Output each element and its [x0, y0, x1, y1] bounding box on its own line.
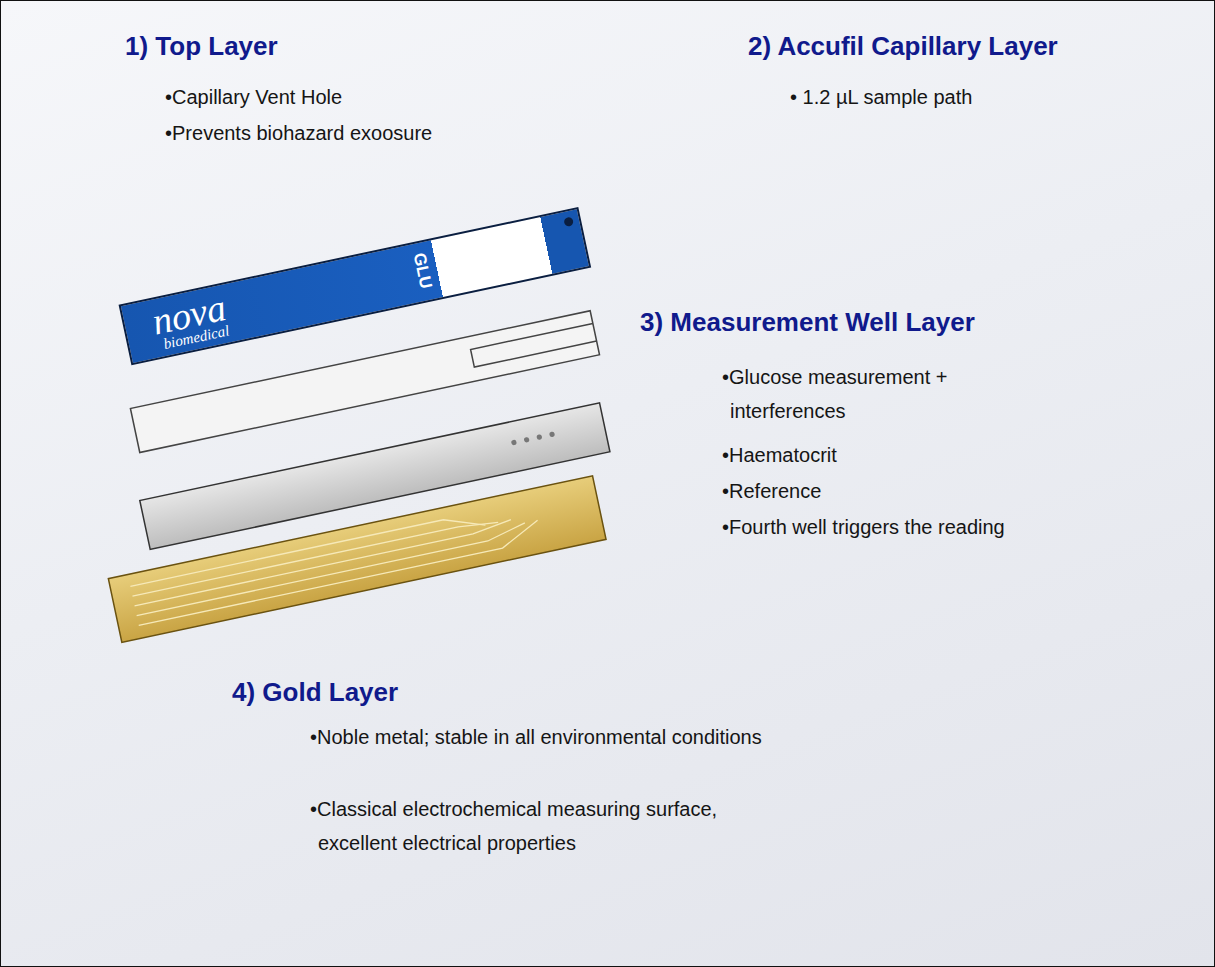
strip-code: GLU — [409, 251, 436, 290]
bullet-text: • 1.2 µL sample path — [790, 80, 972, 114]
vent-hole — [563, 216, 574, 227]
bullet-text: •Reference — [722, 474, 821, 508]
section-heading: 1) Top Layer — [125, 30, 278, 62]
bullet-text: •Capillary Vent Hole — [165, 80, 342, 114]
bullet-text: •Glucose measurement + interferences — [722, 360, 992, 428]
bullet-text: •Noble metal; stable in all environmenta… — [310, 720, 783, 754]
bullet-text: •Prevents biohazard exoosure — [165, 116, 432, 150]
section-heading: 3) Measurement Well Layer — [640, 306, 975, 338]
section-heading: 2) Accufil Capillary Layer — [748, 30, 1058, 62]
bullet-text: •Classical electrochemical measuring sur… — [310, 792, 788, 860]
section-heading: 4) Gold Layer — [232, 676, 398, 708]
bullet-text: •Haematocrit — [722, 438, 837, 472]
bullet-text: •Fourth well triggers the reading — [722, 510, 1005, 544]
gold-layer — [108, 476, 606, 642]
